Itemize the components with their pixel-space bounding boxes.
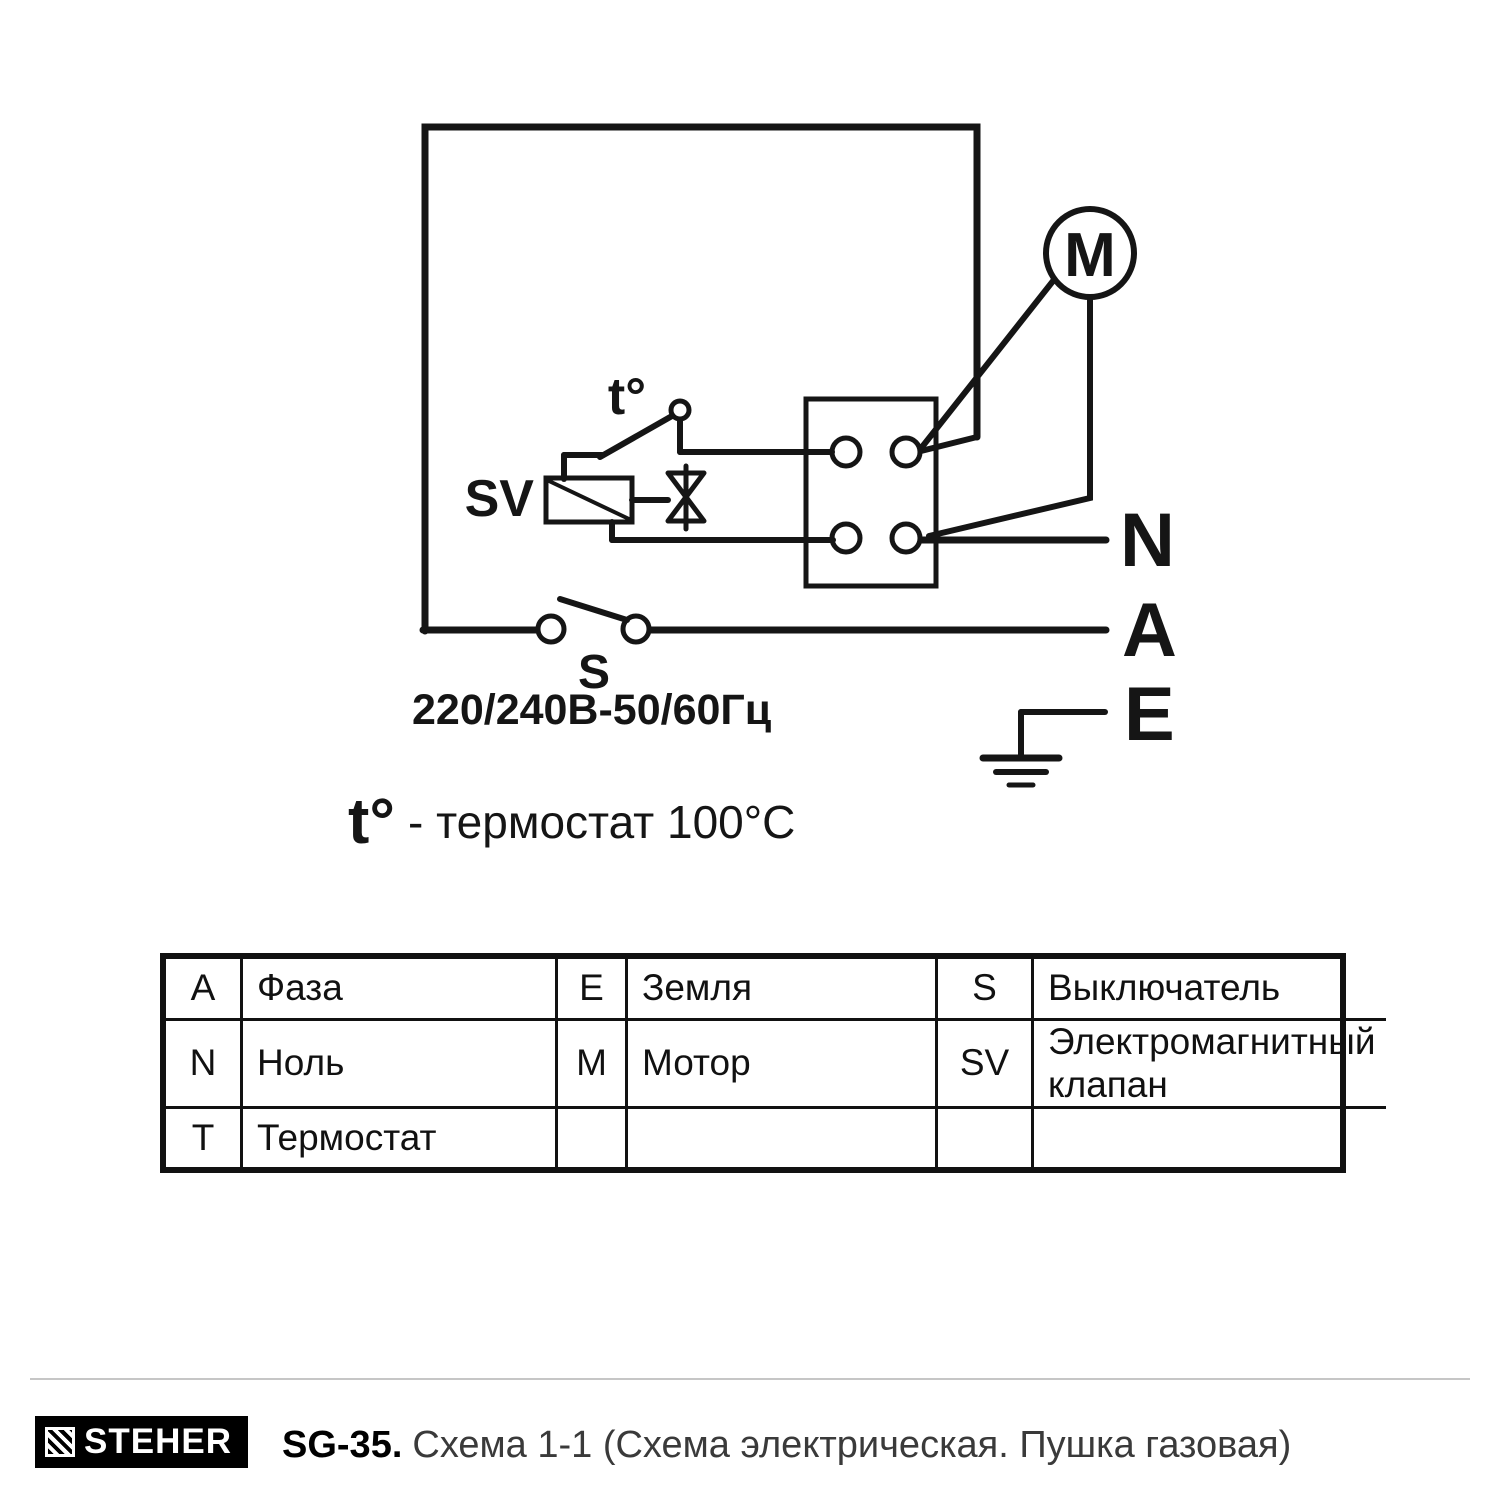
sv-label: SV bbox=[465, 470, 535, 528]
legend-key: T bbox=[166, 1109, 243, 1167]
sv-coil-diagonal bbox=[547, 479, 631, 521]
legend-desc bbox=[1034, 1109, 1386, 1167]
thermostat-note-text: - термостат 100°C bbox=[408, 796, 795, 848]
legend-desc: Фаза bbox=[243, 959, 558, 1021]
loop-to-connector-wire bbox=[918, 434, 980, 454]
legend-desc bbox=[628, 1109, 938, 1167]
connector-block bbox=[803, 396, 939, 589]
legend-key: M bbox=[558, 1021, 628, 1109]
thermostat-lever bbox=[597, 413, 675, 460]
phase-label: A bbox=[1122, 588, 1177, 673]
voltage-label: 220/240В-50/60Гц bbox=[412, 686, 772, 734]
terminal-bottom-right bbox=[889, 521, 923, 555]
figure-caption: SG-35.Схема 1-1 (Схема электрическая. Пу… bbox=[282, 1424, 1291, 1467]
switch-contact-right bbox=[620, 613, 652, 645]
terminal-bottom-left bbox=[829, 521, 863, 555]
earth-label: E bbox=[1124, 672, 1175, 757]
terminal-top-right bbox=[889, 435, 923, 469]
switch-label: S bbox=[578, 646, 610, 699]
legend-desc: Ноль bbox=[243, 1021, 558, 1109]
brand-logo: STEHER bbox=[35, 1416, 248, 1468]
wiring-diagram: M t° SV S 220/240В-50/60Гц N A E t° - те… bbox=[348, 123, 1177, 857]
brand-logo-icon bbox=[45, 1427, 75, 1457]
legend-desc: Термостат bbox=[243, 1109, 558, 1167]
legend-key: E bbox=[558, 959, 628, 1021]
motor-lead-bottom bbox=[926, 294, 1093, 539]
legend-key: SV bbox=[938, 1021, 1034, 1109]
motor-circle bbox=[1043, 206, 1137, 300]
thermostat-note-symbol: t° bbox=[348, 785, 395, 857]
motor-lead-top bbox=[919, 278, 1056, 450]
legend-key bbox=[558, 1109, 628, 1167]
model-number: SG-35. bbox=[282, 1424, 403, 1466]
legend-desc: Мотор bbox=[628, 1021, 938, 1109]
neutral-label: N bbox=[1120, 498, 1175, 583]
legend-table: A Фаза E Земля S Выключатель N Ноль M Мо… bbox=[160, 953, 1386, 1173]
mains-loop-wire bbox=[421, 123, 981, 635]
brand-logo-text: STEHER bbox=[84, 1422, 232, 1461]
legend-key: A bbox=[166, 959, 243, 1021]
terminal-top-left bbox=[829, 435, 863, 469]
footer-divider bbox=[30, 1378, 1470, 1380]
caption-text: Схема 1-1 (Схема электрическая. Пушка га… bbox=[412, 1424, 1292, 1466]
thermostat-label: t° bbox=[608, 368, 646, 426]
switch-lever bbox=[557, 596, 630, 623]
legend-desc: Земля bbox=[628, 959, 938, 1021]
motor-label: M bbox=[1064, 221, 1116, 290]
switch-contact-left bbox=[535, 613, 567, 645]
legend-key: N bbox=[166, 1021, 243, 1109]
legend-desc: Выключатель bbox=[1034, 959, 1386, 1021]
thermostat-contact bbox=[668, 398, 692, 422]
legend-key: S bbox=[938, 959, 1034, 1021]
legend-key bbox=[938, 1109, 1034, 1167]
legend-desc: Электромагнитный клапан bbox=[1034, 1021, 1386, 1109]
